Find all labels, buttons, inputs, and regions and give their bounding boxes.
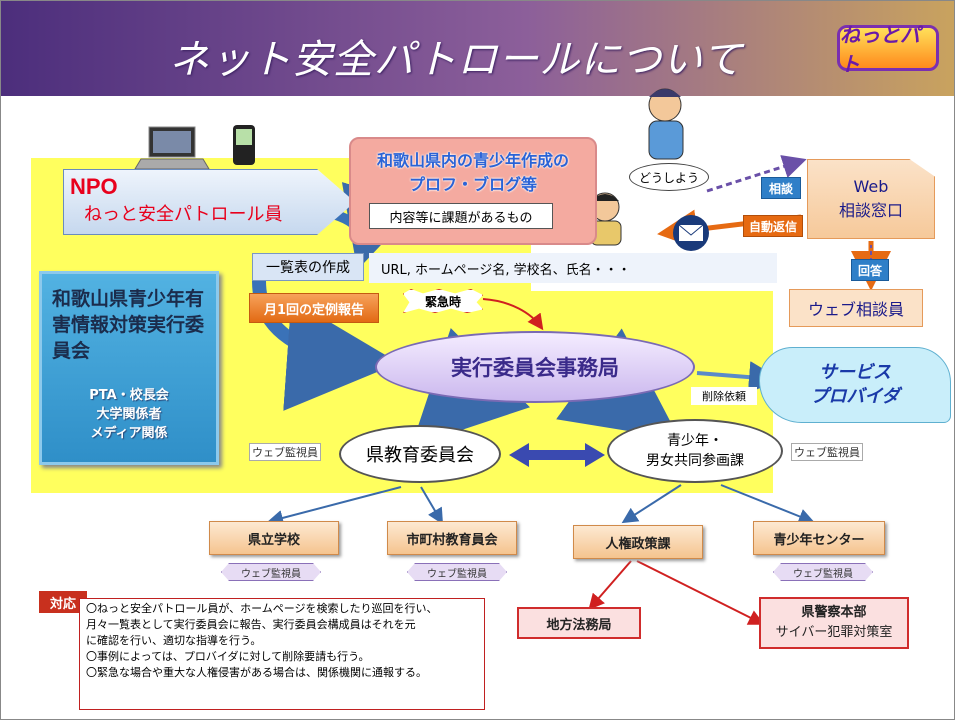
prefectural-education-board: 県教育委員会 <box>339 425 501 483</box>
list-detail: URL, ホームページ名, 学校名、氏名・・・ <box>369 253 777 283</box>
npo-subtitle: ねっと安全パトロール員 <box>84 204 283 225</box>
monthly-report-box: 月1回の定例報告 <box>249 293 379 323</box>
police-hq-box: 県警察本部サイバー犯罪対策室 <box>759 597 909 649</box>
police-line2: サイバー犯罪対策室 <box>775 625 893 640</box>
provider-line2: プロバイダ <box>810 386 900 407</box>
laptop-icon <box>134 126 210 170</box>
answer-chip: 回答 <box>851 259 889 281</box>
web-consultant-box: ウェブ相談員 <box>789 289 923 327</box>
prefectural-school-box: 県立学校 <box>209 521 339 555</box>
response-line: 〇ねっと安全パトロール員が、ホームページを検索したり巡回を行い、 <box>86 602 438 615</box>
phone-icon <box>233 125 255 165</box>
person-icon <box>648 88 684 160</box>
header-banner: ネット安全パトロールについて ねっとパト <box>1 1 954 96</box>
npo-patrol-box: NPO ねっと安全パトロール員 <box>63 169 355 235</box>
municipal-board-box: 市町村教育員会 <box>387 521 517 555</box>
youth-gender-equality-division: 青少年・男女共同参画課 <box>607 419 783 483</box>
envelope-icon <box>673 215 709 251</box>
response-line: に確認を行い、適切な指導を行う。 <box>86 634 262 647</box>
web-monitor-tag: ウェブ監視員 <box>791 443 863 461</box>
police-line1: 県警察本部 <box>801 605 867 620</box>
committee-member: PTA・校長会 <box>89 388 169 403</box>
committee-member: 大学関係者 <box>96 407 162 422</box>
committee-title: 和歌山県青少年有害情報対策実行委員会 <box>52 288 205 362</box>
issue-label: 内容等に課題があるもの <box>369 203 553 229</box>
response-notes: 〇ねっと安全パトロール員が、ホームページを検索したり巡回を行い、 月々一覧表とし… <box>79 598 485 710</box>
response-line: 〇事例によっては、プロバイダに対して削除要請も行う。 <box>86 650 370 663</box>
response-line: 〇緊急な場合や重大な人権侵害がある場合は、関係機関に通報する。 <box>86 666 427 679</box>
web-consult-window: Web 相談窓口 <box>807 159 935 239</box>
page-title: ネット安全パトロールについて <box>169 37 743 83</box>
seisho-line2: 男女共同参画課 <box>646 453 744 469</box>
netpato-logo: ねっとパト <box>837 23 939 76</box>
seisho-line1: 青少年・ <box>667 433 723 449</box>
emergency-burst: 緊急時 <box>403 289 483 313</box>
response-line: 月々一覧表として実行委員会に報告、実行委員会構成員はそれを元 <box>86 618 416 631</box>
service-provider-box: サービスプロバイダ <box>759 347 951 423</box>
speech-bubble: どうしよう <box>629 163 709 191</box>
list-creation-box: 一覧表の作成 <box>252 253 364 281</box>
web-monitor-tag: ウェブ監視員 <box>249 443 321 461</box>
web-monitor-tag: ウェブ監視員 <box>407 563 507 581</box>
npo-label: NPO <box>70 174 118 199</box>
regional-legal-bureau-box: 地方法務局 <box>517 607 641 639</box>
youth-center-box: 青少年センター <box>753 521 885 555</box>
human-rights-box: 人権政策課 <box>573 525 703 559</box>
blog-line1: 和歌山県内の青少年作成の <box>376 151 569 170</box>
web-line1: Web <box>853 177 889 196</box>
committee-member: メディア関係 <box>90 426 168 441</box>
committee-box: 和歌山県青少年有害情報対策実行委員会 PTA・校長会 大学関係者 メディア関係 <box>39 271 219 465</box>
response-tag: 対応 <box>39 591 87 613</box>
committee-office: 実行委員会事務局 <box>375 331 695 403</box>
provider-line1: サービス <box>819 362 891 383</box>
consult-chip: 相談 <box>761 177 801 199</box>
blog-line2: プロフ・ブログ等 <box>408 175 537 194</box>
web-monitor-tag: ウェブ監視員 <box>221 563 321 581</box>
web-monitor-tag: ウェブ監視員 <box>773 563 873 581</box>
web-line2: 相談窓口 <box>838 201 903 220</box>
delete-request-label: 削除依頼 <box>691 387 757 405</box>
child-icon <box>590 192 622 246</box>
auto-reply-chip: 自動返信 <box>743 215 803 237</box>
